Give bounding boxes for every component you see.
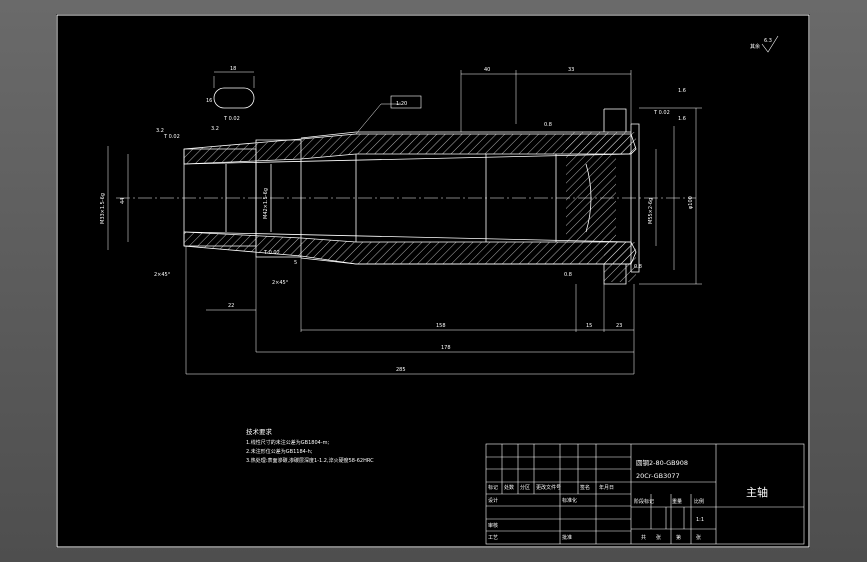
dim-total: 285: [396, 367, 406, 373]
dimension-lines: [107, 70, 702, 375]
dia-left2: 44: [120, 198, 126, 204]
tech-notes: 技术要求 1.线性尺寸的未注公差为GB1804-m; 2.未注形位公差为GB11…: [246, 427, 374, 464]
dim-keyway-h: 16: [206, 98, 212, 104]
notes-line-3: 3.热处理:表面渗碳,渗碳层深度1-1.2,淬火硬度58-62HRC: [246, 457, 374, 464]
flange-outline: [603, 108, 627, 285]
material-2: 20Cr-GB3077: [636, 472, 680, 480]
hdr-date: 年月日: [599, 484, 614, 491]
dia-left: M33×1.5-6g: [100, 193, 106, 224]
taper-outline: [300, 131, 631, 265]
rough-main: 6.3: [764, 38, 772, 44]
dim-taper: 1:20: [396, 101, 407, 107]
dim-158: 158: [436, 323, 446, 329]
part-name: 主轴: [746, 485, 768, 499]
dia-right: M55×2-6g: [648, 198, 654, 224]
sheet-label: 张: [696, 534, 701, 541]
dim-bot-c: 5: [294, 260, 297, 266]
notes-line-1: 1.线性尺寸的未注公差为GB1804-m;: [246, 439, 329, 446]
scale-label: 比例: [694, 498, 704, 505]
dia-mid: M42×1.5-6g: [263, 188, 269, 219]
notes-title: 技术要求: [246, 427, 273, 436]
tol-a: T 0.02: [163, 134, 180, 140]
dim-bot-b: 2×45°: [272, 280, 289, 286]
row-process: 工艺: [488, 535, 498, 541]
hdr-count: 处数: [504, 484, 514, 491]
taper-box: [390, 95, 422, 109]
material-1: 圆钢2-80-GB908: [636, 459, 688, 467]
sheets-label: 张: [656, 534, 661, 541]
left-end: [183, 148, 257, 247]
hdr-doc: 更改文件号: [536, 484, 561, 491]
shaft-section: [183, 108, 640, 285]
drawing-canvas: 18 16 40 33 1:20 3.2 3.2 1.6 1.6 0.8 0.8…: [56, 14, 810, 548]
rough-e: 0.8: [544, 122, 552, 128]
dim-23: 23: [616, 323, 622, 329]
dim-bot-d: 22: [228, 303, 234, 309]
rough-a: 3.2: [156, 128, 164, 134]
stage-mark: 阶段标记: [634, 498, 654, 505]
rough-note: 其余: [750, 43, 760, 50]
dim-178: 178: [441, 345, 451, 351]
rough-b: 3.2: [211, 126, 219, 132]
row-design: 设计: [488, 497, 498, 504]
tol-c: T 0.02: [653, 110, 670, 116]
row-approve: 批准: [562, 534, 572, 541]
hdr-sign: 签名: [580, 484, 590, 491]
dim-keyway-w: 18: [230, 66, 236, 72]
rough-c: 1.6: [678, 88, 686, 94]
dim-bot-a: 2×45°: [154, 272, 171, 278]
dim-left-flat: 40: [484, 67, 490, 73]
weight-label: 重量: [672, 498, 682, 505]
dim-15: 15: [586, 323, 592, 329]
bore-bottom: [183, 231, 632, 243]
flange-hatch: [566, 132, 636, 282]
rough-g: 0.8: [634, 264, 642, 270]
scale-value: 1:1: [696, 517, 704, 523]
rough-d: 1.6: [678, 116, 686, 122]
dia-big: φ100: [688, 196, 694, 209]
hdr-mark: 标记: [488, 484, 498, 491]
sheets-total: 共: [641, 534, 646, 541]
tol-d: T 0.02: [263, 250, 280, 256]
row-check: 审核: [488, 522, 498, 529]
rough-main-symbol: [761, 35, 779, 53]
tol-b: T 0.02: [223, 116, 240, 122]
sheet-no: 第: [676, 534, 681, 541]
rough-f: 0.8: [564, 272, 572, 278]
notes-line-2: 2.未注形位公差为GB1184-h;: [246, 448, 313, 455]
keyway-symbol: [213, 87, 255, 109]
row-std: 标准化: [562, 497, 577, 504]
hdr-zone: 分区: [520, 484, 530, 491]
drawing-sheet: 18 16 40 33 1:20 3.2 3.2 1.6 1.6 0.8 0.8…: [56, 14, 810, 548]
sheet-border: [56, 14, 810, 548]
dim-right-flat: 33: [568, 67, 574, 73]
title-block: [485, 443, 805, 545]
bore-top: [183, 153, 632, 165]
